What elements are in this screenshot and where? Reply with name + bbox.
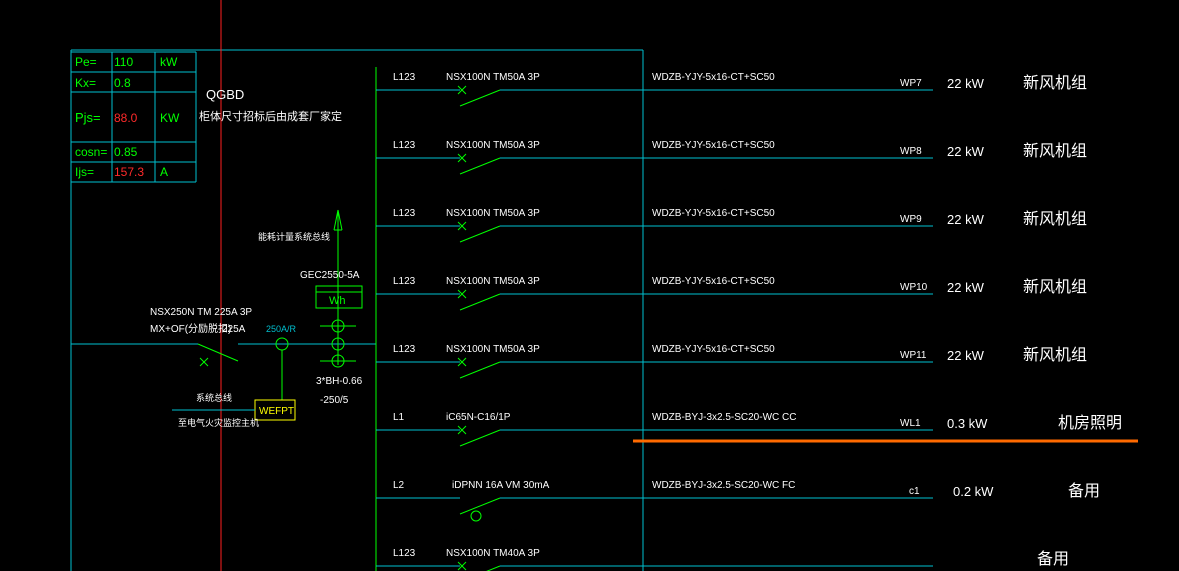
metering-label: 能耗计量系统总线	[258, 231, 330, 242]
panel-name: QGBD	[206, 87, 244, 102]
circuit-id: WP8	[900, 146, 922, 157]
fire-target-label: 至电气火灾监控主机	[178, 417, 259, 428]
circuit-id: WP10	[900, 282, 928, 293]
circuit-load: 新风机组	[1023, 142, 1087, 160]
circuit-load: 备用	[1037, 550, 1069, 568]
circuit-phase: L1	[393, 412, 405, 423]
kwh-meter-symbol: Wh	[329, 295, 346, 307]
circuit-breaker: NSX100N TM50A 3P	[446, 276, 540, 287]
param-value: 157.3	[114, 165, 144, 179]
circuit-phase: L123	[393, 208, 416, 219]
circuit-row: L123 NSX100N TM50A 3P WDZB-YJY-5x16-CT+SC5…	[376, 276, 1087, 311]
circuit-phase: L123	[393, 140, 416, 151]
circuit-breaker: NSX100N TM50A 3P	[446, 208, 540, 219]
circuit-breaker: iDPNN 16A VM 30mA	[452, 480, 550, 491]
breaker-symbol	[459, 157, 501, 175]
circuit-phase: L2	[393, 480, 405, 491]
main-breaker-symbol	[197, 343, 239, 362]
param-label: Pe=	[75, 55, 97, 69]
breaker-symbol	[459, 497, 501, 515]
kwh-meter-box	[315, 285, 363, 309]
circuit-load: 机房照明	[1058, 414, 1122, 432]
circuit-row: L123 NSX100N TM50A 3P WDZB-YJY-5x16-CT+SC5…	[376, 208, 1087, 243]
circuit-power: 22 kW	[947, 212, 985, 227]
circuit-id: WP11	[900, 350, 927, 361]
circuit-load: 新风机组	[1023, 278, 1087, 296]
fire-bus-label: 系统总线	[196, 392, 232, 403]
ct-ratio: -250/5	[320, 395, 349, 406]
circuit-breaker: NSX100N TM50A 3P	[446, 344, 540, 355]
circuit-row: L1 iC65N-C16/1P WDZB-BYJ-3x2.5-SC20-WC CC W…	[376, 412, 1122, 447]
circuit-row: L123 NSX100N TM50A 3P WDZB-YJY-5x16-CT+SC5…	[376, 140, 1087, 175]
circuit-breaker: NSX100N TM50A 3P	[446, 140, 540, 151]
circuit-power: 22 kW	[947, 76, 985, 91]
circuit-breaker: NSX100N TM50A 3P	[446, 72, 540, 83]
circuit-cable: WDZB-YJY-5x16-CT+SC50	[652, 140, 775, 151]
param-label: cosn=	[75, 145, 107, 159]
circuit-row: L2 iDPNN 16A VM 30mA WDZB-BYJ-3x2.5-SC20-W…	[376, 480, 1100, 522]
circuit-power: 0.3 kW	[947, 416, 988, 431]
circuit-cable: WDZB-BYJ-3x2.5-SC20-WC CC	[652, 412, 796, 423]
circuit-power: 22 kW	[947, 348, 985, 363]
breaker-symbol	[459, 293, 501, 311]
circuit-cable: WDZB-YJY-5x16-CT+SC50	[652, 208, 775, 219]
circuit-load: 新风机组	[1023, 210, 1087, 228]
circuit-load: 新风机组	[1023, 74, 1087, 92]
ct-symbol-2	[331, 337, 345, 351]
param-value: 88.0	[114, 111, 138, 125]
circuit-cable: WDZB-BYJ-3x2.5-SC20-WC FC	[652, 480, 795, 491]
circuit-id: WP9	[900, 214, 922, 225]
breaker-symbol	[459, 361, 501, 379]
panel-note: 柜体尺寸招标后由成套厂家定	[199, 109, 342, 123]
main-breaker-accessory: MX+OF(分励脱扣)	[150, 322, 231, 335]
circuit-id: WP7	[900, 78, 922, 89]
circuit-load: 备用	[1068, 482, 1100, 500]
circuit-cable: WDZB-YJY-5x16-CT+SC50	[652, 72, 775, 83]
param-unit: KW	[160, 111, 180, 125]
circuit-id: WL1	[900, 418, 921, 429]
circuit-row: L123 NSX100N TM50A 3P WDZB-YJY-5x16-CT+SC5…	[376, 72, 1087, 107]
circuit-cable: WDZB-YJY-5x16-CT+SC50	[652, 276, 775, 287]
fire-device-label: WEFPT	[259, 406, 294, 417]
circuit-phase: L123	[393, 276, 416, 287]
param-label: Kx=	[75, 76, 96, 90]
rcd-symbol	[470, 510, 482, 522]
circuit-row: L123 NSX100N TM40A 3P 备用	[376, 548, 1069, 571]
param-value: 110	[114, 55, 133, 69]
breaker-symbol	[486, 565, 501, 571]
incoming-section: NSX250N TM 225A 3P MX+OF(分励脱扣) 225A 250A…	[71, 209, 376, 428]
circuit-power: 0.2 kW	[953, 484, 994, 499]
circuit-phase: L123	[393, 72, 416, 83]
circuit-phase: L123	[393, 548, 416, 559]
circuit-cable: WDZB-YJY-5x16-CT+SC50	[652, 344, 775, 355]
circuit-power: 22 kW	[947, 280, 985, 295]
param-value: 0.85	[114, 145, 138, 159]
circuit-id: c1	[909, 486, 920, 497]
param-label: Ijs=	[75, 165, 94, 179]
breaker-symbol	[459, 429, 501, 447]
ct-label: 3*BH-0.66	[316, 376, 363, 387]
param-value: 0.8	[114, 76, 131, 90]
param-unit: A	[160, 165, 168, 179]
param-label: Pjs=	[75, 110, 101, 125]
circuit-breaker: NSX100N TM40A 3P	[446, 548, 540, 559]
circuit-phase: L123	[393, 344, 416, 355]
panel-frame	[70, 49, 644, 571]
meter-model: GEC2550-5A	[300, 270, 360, 281]
main-breaker-model: NSX250N TM 225A 3P	[150, 307, 252, 318]
circuit-load: 新风机组	[1023, 346, 1087, 364]
circuit-power: 22 kW	[947, 144, 985, 159]
circuit-breaker: iC65N-C16/1P	[446, 412, 511, 423]
spd-label: 250A/R	[266, 324, 297, 334]
breaker-symbol	[459, 89, 501, 107]
param-unit: kW	[160, 55, 178, 69]
circuit-row: L123 NSX100N TM50A 3P WDZB-YJY-5x16-CT+SC5…	[376, 344, 1087, 379]
breaker-symbol	[459, 225, 501, 243]
meter-arrow-icon	[333, 209, 339, 231]
main-breaker-rating: 225A	[222, 324, 246, 335]
